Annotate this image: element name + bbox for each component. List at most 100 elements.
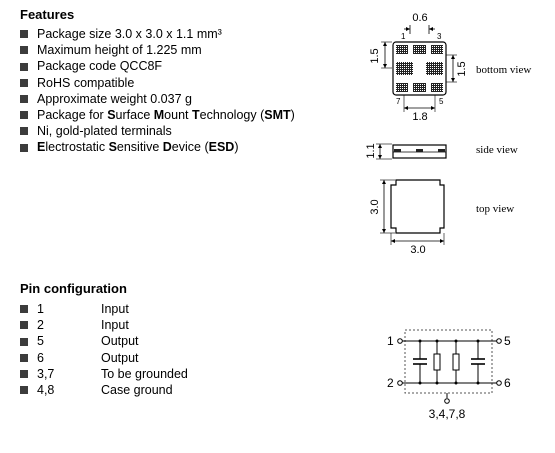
bullet-square-icon <box>20 78 28 87</box>
bullet-square-icon <box>20 111 28 120</box>
feature-text-part: T <box>191 108 200 123</box>
bullet-square-icon <box>20 305 28 314</box>
pin-1-label: 1 <box>401 32 406 41</box>
side-view-drawing: 1.1 side view <box>365 143 518 160</box>
feature-item: Electrostatic Sensitive Device (ESD) <box>20 139 295 155</box>
pin-row: 4,8 Case ground <box>20 382 188 398</box>
bullet-square-icon <box>20 143 28 152</box>
pad-left <box>396 62 413 75</box>
pin-row: 2 Input <box>20 317 188 333</box>
feature-text: Ni, gold-plated terminals <box>37 124 172 139</box>
dim-side-label: 3.0 <box>369 199 381 214</box>
bullet-square-icon <box>20 94 28 103</box>
pin-number: 1 <box>37 302 44 316</box>
pad-top-mid <box>413 45 426 54</box>
feature-item: Ni, gold-plated terminals <box>20 123 295 139</box>
pad-right <box>426 62 443 75</box>
feature-item: Maximum height of 1.225 mm <box>20 42 295 58</box>
feature-list: Package size 3.0 x 3.0 x 1.1 mm³ Maximum … <box>20 26 295 156</box>
bullet-square-icon <box>20 369 28 378</box>
pin-config-heading: Pin configuration <box>20 281 127 296</box>
feature-text: Package for Surface Mount Technology (SM… <box>37 107 295 123</box>
pin-number: 2 <box>37 318 44 333</box>
feature-text-part: SMT <box>264 108 291 123</box>
feature-text: Package size 3.0 x 3.0 x 1.1 mm³ <box>37 27 222 41</box>
feature-text-part: ) <box>290 108 295 123</box>
bottom-view-drawing: 0.6 1 3 7 5 1.5 1.5 1.8 bot <box>369 12 531 123</box>
pin-function: Case ground <box>101 383 173 398</box>
feature-text-part: ount <box>164 108 192 123</box>
top-view-label: top view <box>476 203 514 215</box>
pad-1 <box>396 45 408 54</box>
dim-bottom-label: 1.8 <box>412 111 427 123</box>
pad-bottom-mid <box>413 83 426 92</box>
feature-text-part: evice ( <box>171 140 209 155</box>
feature-text-part: ensitive <box>116 140 163 155</box>
feature-text-part: ) <box>234 140 239 155</box>
feature-text: Package code QCC8F <box>37 59 163 74</box>
feature-text-part: urface <box>115 108 154 123</box>
pad-7 <box>396 83 408 92</box>
pin-number: 4,8 <box>37 383 55 398</box>
feature-text: Approximate weight 0.037 g <box>37 91 192 106</box>
feature-text-part: S <box>107 108 116 123</box>
top-view-drawing: 3.0 3.0 top view <box>369 179 514 256</box>
dim-right-label: 1.5 <box>456 61 468 76</box>
schematic-labels: 1 2 5 6 3,4,7,8 <box>387 334 511 421</box>
feature-text-part: S <box>108 140 117 155</box>
pin-row: 5 Output <box>20 333 188 349</box>
pin-number: 6 <box>37 350 44 365</box>
schematic-case <box>404 329 493 394</box>
feature-text-part: lectrostatic <box>45 140 109 155</box>
bullet-square-icon <box>20 127 28 136</box>
dim-left-label: 1.5 <box>369 48 381 63</box>
pin-function: Input <box>101 318 129 333</box>
pin-function: Output <box>101 350 139 365</box>
dim-top-label: 0.6 <box>412 12 427 24</box>
feature-item: Package code QCC8F <box>20 58 295 74</box>
feature-text-part: ESD <box>208 140 235 155</box>
bullet-square-icon <box>20 46 28 55</box>
feature-item: RoHS compatible <box>20 75 295 91</box>
feature-item: Approximate weight 0.037 g <box>20 91 295 107</box>
bullet-square-icon <box>20 386 28 395</box>
feature-text: Maximum height of 1.225 mm <box>37 43 202 58</box>
feature-text: RoHS compatible <box>37 75 135 90</box>
bullet-square-icon <box>20 30 28 39</box>
bullet-square-icon <box>20 353 28 362</box>
top-body <box>390 179 445 234</box>
feature-item: Package for Surface Mount Technology (SM… <box>20 107 295 123</box>
dim-height-label: 1.1 <box>365 143 377 158</box>
pin-7-label: 7 <box>396 97 401 106</box>
pin-row: 6 Output <box>20 350 188 366</box>
pin-function: Input <box>101 302 129 316</box>
schematic-drawing <box>397 329 502 404</box>
schem-ground-pins: 3,4,7,8 <box>429 407 466 421</box>
schem-pin-2: 2 <box>387 376 394 390</box>
pad-3 <box>431 45 443 54</box>
schem-pin-6: 6 <box>504 376 511 390</box>
package-outline <box>392 41 447 96</box>
pin-number: 5 <box>37 334 44 349</box>
feature-text: Electrostatic Sensitive Device (ESD) <box>37 139 239 155</box>
feature-text-part: Package for <box>37 108 108 123</box>
bullet-square-icon <box>20 321 28 330</box>
pin-5-label: 5 <box>439 97 444 106</box>
pin-function: Output <box>101 334 139 349</box>
features-heading: Features <box>20 7 75 22</box>
pin-number: 3,7 <box>37 366 55 381</box>
feature-text-part: D <box>162 140 172 155</box>
pin-row: 1 Input <box>20 301 188 317</box>
bottom-view-label: bottom view <box>476 64 531 76</box>
schem-pin-1: 1 <box>387 334 394 348</box>
pin-3-label: 3 <box>437 32 442 41</box>
bullet-square-icon <box>20 62 28 71</box>
feature-text-part: M <box>153 108 165 123</box>
bullet-square-icon <box>20 337 28 346</box>
feature-text-part: echnology ( <box>199 108 265 123</box>
dim-bottom-top-label: 3.0 <box>410 244 425 256</box>
feature-text-part: E <box>37 140 46 155</box>
